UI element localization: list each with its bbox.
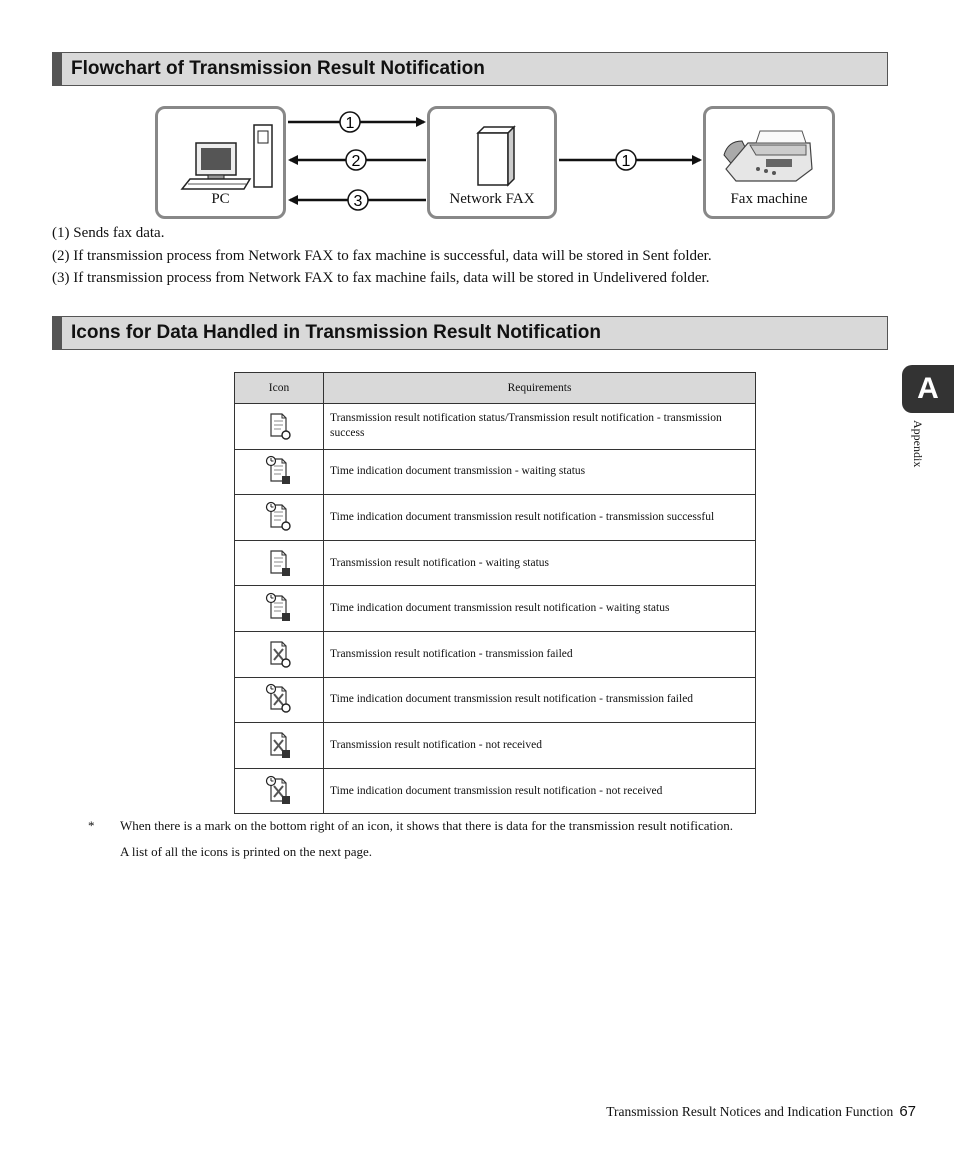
svg-text:1: 1 xyxy=(346,115,355,132)
page-footer: Transmission Result Notices and Indicati… xyxy=(606,1103,916,1120)
clock-doc-waiting-result-icon xyxy=(265,593,293,625)
requirement-text: Time indication document transmission re… xyxy=(323,767,756,815)
requirement-text: Transmission result notification status/… xyxy=(323,403,756,450)
doc-not-received-icon xyxy=(265,732,293,762)
footer-title: Transmission Result Notices and Indicati… xyxy=(606,1104,894,1119)
icon-cell xyxy=(234,585,324,632)
node-fax-machine: Fax machine xyxy=(703,106,835,219)
clock-doc-not-received-icon xyxy=(265,775,293,808)
doc-success-icon xyxy=(265,413,293,443)
svg-text:3: 3 xyxy=(354,193,363,210)
node-label-network-fax: Network FAX xyxy=(449,191,535,207)
requirement-text: Time indication document transmission - … xyxy=(323,448,756,496)
fax-machine-icon xyxy=(723,130,813,182)
icon-cell xyxy=(234,494,324,541)
step-number-1-fax: 1 xyxy=(615,149,637,171)
requirement-text: Transmission result notification - not r… xyxy=(323,722,756,769)
appendix-tab-label: Appendix xyxy=(911,420,925,468)
table-row: Transmission result notification - waiti… xyxy=(234,539,756,587)
table-row: Transmission result notification - trans… xyxy=(234,630,756,678)
footnote-line-2: A list of all the icons is printed on th… xyxy=(120,844,373,859)
table-row: Time indication document transmission re… xyxy=(234,585,756,632)
flowchart-notes: (1) Sends fax data. (2) If transmission … xyxy=(52,222,712,290)
icon-cell xyxy=(234,539,324,587)
section-title: Icons for Data Handled in Transmission R… xyxy=(71,322,601,343)
appendix-tab: A xyxy=(902,365,954,413)
icon-cell xyxy=(234,403,324,450)
step-number-1: 1 xyxy=(339,111,361,133)
requirement-text: Time indication document transmission re… xyxy=(323,494,756,541)
node-network-fax: Network FAX xyxy=(427,106,557,219)
page-number: 67 xyxy=(899,1103,916,1120)
doc-failed-icon xyxy=(265,641,293,671)
icon-cell xyxy=(234,448,324,496)
node-label-fax-machine: Fax machine xyxy=(730,191,808,207)
icon-cell xyxy=(234,676,324,724)
step-number-2: 2 xyxy=(345,149,367,171)
clock-doc-waiting-icon xyxy=(265,456,293,488)
column-header-icon: Icon xyxy=(234,372,324,404)
icon-cell xyxy=(234,767,324,815)
clock-doc-success-icon xyxy=(265,501,293,534)
table-row: Time indication document transmission re… xyxy=(234,676,756,724)
node-label-pc: PC xyxy=(211,191,230,207)
header-accent-bar xyxy=(53,53,62,85)
requirement-text: Transmission result notification - trans… xyxy=(323,630,756,678)
requirement-text: Time indication document transmission re… xyxy=(323,585,756,632)
table-header-row: Icon Requirements xyxy=(234,372,756,404)
flowchart-arrows: 1 2 3 1 xyxy=(288,111,702,211)
section-header-icons: Icons for Data Handled in Transmission R… xyxy=(52,316,888,350)
column-header-requirements: Requirements xyxy=(323,372,756,404)
step-number-3: 3 xyxy=(347,189,369,211)
icon-cell xyxy=(234,722,324,769)
icon-cell xyxy=(234,630,324,678)
header-accent-bar xyxy=(53,317,62,349)
pc-icon xyxy=(180,124,273,190)
table-row: Transmission result notification - not r… xyxy=(234,722,756,769)
requirement-text: Transmission result notification - waiti… xyxy=(323,539,756,587)
requirement-text: Time indication document transmission re… xyxy=(323,676,756,724)
footnote-marker: * xyxy=(88,818,95,833)
footnote-line-1: When there is a mark on the bottom right… xyxy=(120,818,734,833)
svg-text:1: 1 xyxy=(622,153,631,170)
network-fax-icon xyxy=(476,125,516,187)
note-1: (1) Sends fax data. xyxy=(52,225,165,241)
clock-doc-failed-icon xyxy=(265,684,293,716)
table-row: Time indication document transmission re… xyxy=(234,494,756,541)
node-pc: PC xyxy=(155,106,286,219)
icons-table: Icon Requirements Transmission result no… xyxy=(234,372,756,815)
section-header-flowchart: Flowchart of Transmission Result Notific… xyxy=(52,52,888,86)
note-3: (3) If transmission process from Network… xyxy=(52,270,710,286)
note-2: (2) If transmission process from Network… xyxy=(52,247,712,264)
section-title: Flowchart of Transmission Result Notific… xyxy=(71,58,485,79)
table-row: Time indication document transmission re… xyxy=(234,767,756,815)
svg-text:2: 2 xyxy=(352,153,361,170)
table-row: Transmission result notification status/… xyxy=(234,403,756,450)
doc-waiting-icon xyxy=(265,549,293,580)
table-row: Time indication document transmission - … xyxy=(234,448,756,496)
